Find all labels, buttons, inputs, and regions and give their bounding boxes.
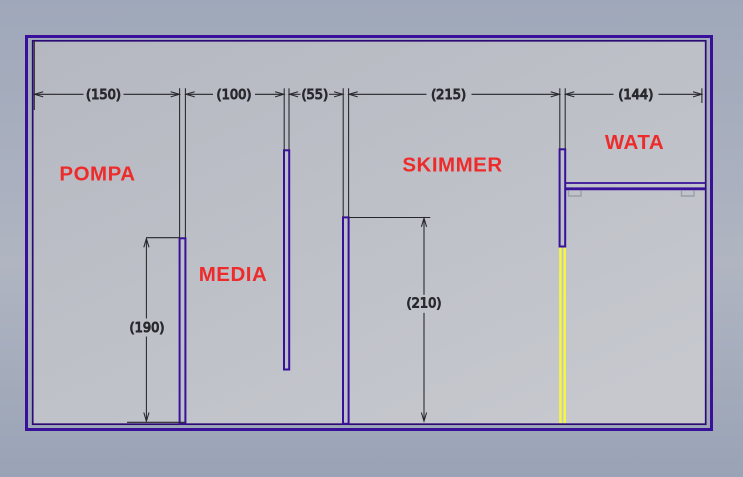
compartment-labels: POMPA MEDIA SKIMMER WATA [59,131,664,286]
baffles [178,148,706,425]
dim-width-100: (100) [184,87,286,103]
dim-height-190: (190) [127,236,186,424]
wata-shelf [565,182,706,197]
baffle-skimmer-left [342,216,350,425]
baffle-skimmer-wata [558,148,567,248]
dim-label-215: (215) [431,88,466,103]
tank-outer-wall [25,35,713,431]
shelf-bracket-left [567,190,582,197]
dim-width-215: (215) [347,87,562,103]
compartment-label-media: MEDIA [199,263,268,286]
tank-outline [25,35,713,431]
dim-width-150: (150) [32,87,182,103]
dim-width-144: (144) [563,87,704,103]
dim-label-150: (150) [86,88,121,103]
highlight-baffle-yellow [559,247,566,423]
baffle-pompa-media [178,237,187,425]
baffle-media-hanging [283,149,291,371]
dim-label-144: (144) [618,88,653,103]
dim-label-100: (100) [217,88,252,103]
dim-width-55: (55) [287,87,345,103]
dim-label-55: (55) [301,88,328,103]
dim-label-210: (210) [407,297,442,312]
dim-height-210: (210) [348,216,442,424]
compartment-label-pompa: POMPA [59,163,135,186]
dim-label-190: (190) [130,321,165,336]
extension-lines [33,41,703,238]
compartment-label-wata: WATA [605,131,664,154]
shelf-bracket-right [680,190,695,197]
tank-inner-wall [31,39,707,426]
compartment-label-skimmer: SKIMMER [402,154,502,177]
